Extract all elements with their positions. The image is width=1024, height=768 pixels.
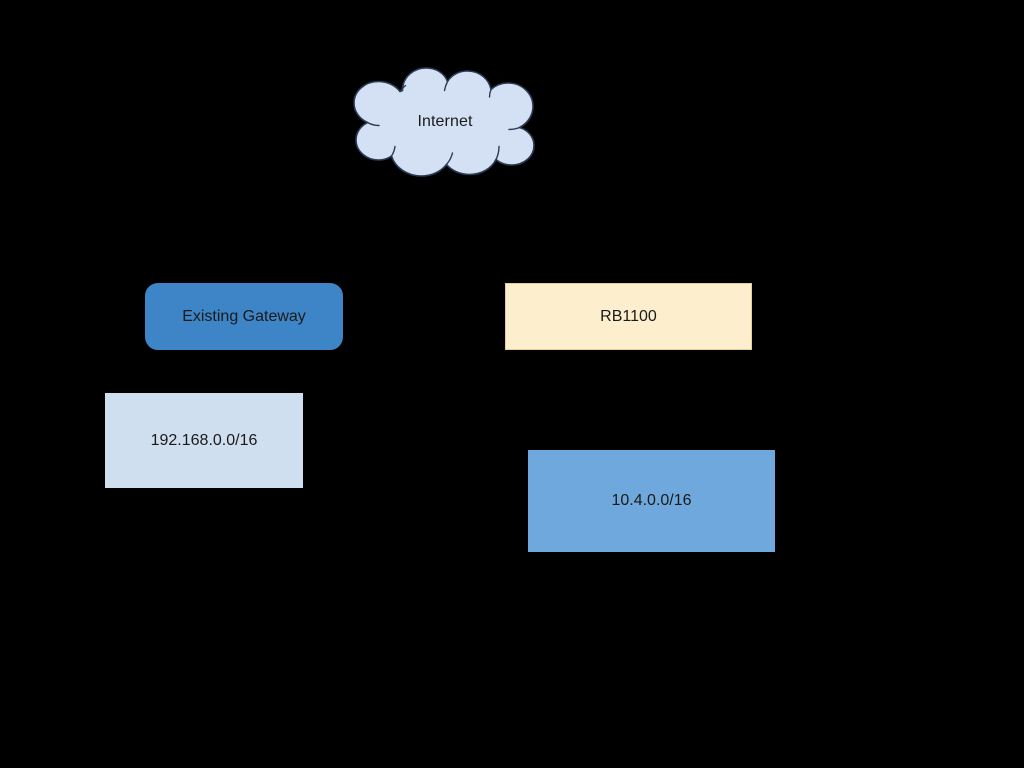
node-rb1100-label: RB1100	[600, 307, 657, 325]
node-internet-label: Internet	[417, 113, 473, 130]
cloud-icon	[353, 67, 535, 177]
node-subnet-192-168[interactable]: 192.168.0.0/16	[105, 393, 303, 488]
node-subnet-10-4[interactable]: 10.4.0.0/16	[528, 450, 775, 552]
node-rb1100[interactable]: RB1100	[505, 283, 752, 350]
node-internet[interactable]: Internet	[350, 66, 538, 178]
node-existing-gateway[interactable]: Existing Gateway	[145, 283, 343, 350]
node-subnet-10-4-label: 10.4.0.0/16	[611, 492, 692, 510]
node-existing-gateway-label: Existing Gateway	[182, 307, 306, 325]
node-subnet-192-168-label: 192.168.0.0/16	[150, 431, 258, 449]
